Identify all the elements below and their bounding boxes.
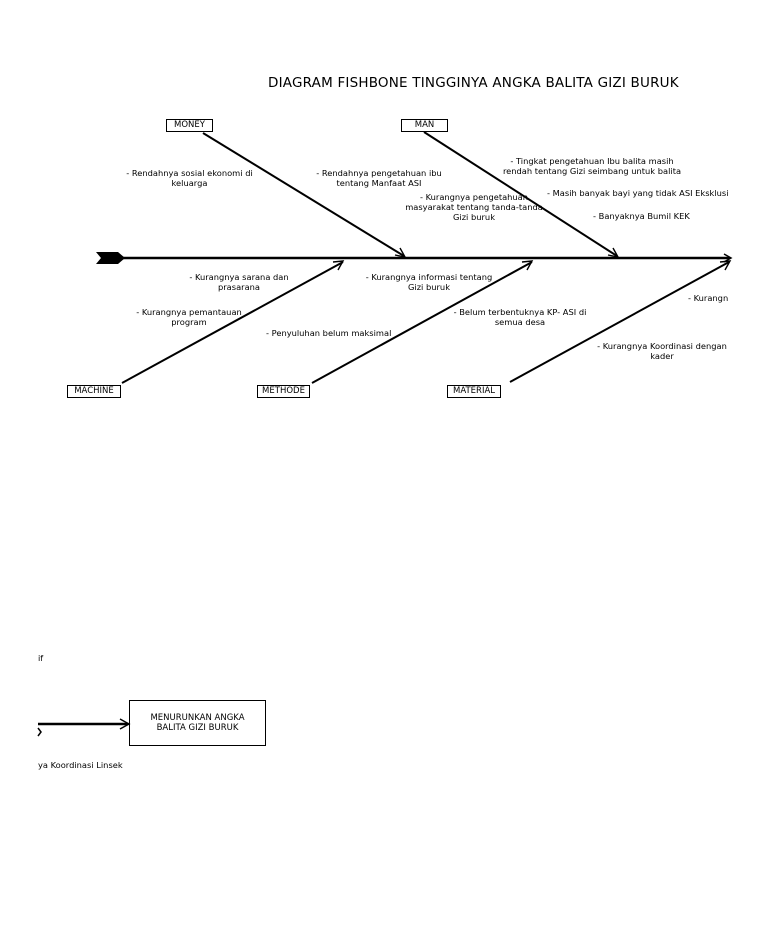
cause-methode-penyuluhan: - Penyuluhan belum maksimal <box>266 328 392 338</box>
cause-money-sosial-ekonomi: - Rendahnya sosial ekonomi di keluarga <box>126 168 253 188</box>
page2-fragment-top: if <box>38 653 44 663</box>
bone-money <box>202 132 405 257</box>
category-money: MONEY <box>166 119 213 132</box>
bone-man <box>423 131 618 257</box>
bone-machine-arrowhead-icon <box>332 260 345 271</box>
cause-machine-pemantauan: - Kurangnya pemantauan program <box>136 307 242 327</box>
category-man: MAN <box>401 119 448 132</box>
bone-man-arrowhead-icon <box>607 247 620 258</box>
cause-man-gizi-seimbang: - Tingkat pengetahuan Ibu balita masih r… <box>502 156 682 176</box>
bone-methode <box>311 261 533 384</box>
category-machine: MACHINE <box>67 385 121 398</box>
cause-man-manfaat-asi: - Rendahnya pengetahuan ibu tentang Manf… <box>316 168 442 188</box>
category-material: MATERIAL <box>447 385 501 398</box>
bone-material <box>509 261 730 383</box>
page2-fragment-bottom: ya Koordinasi Linsek <box>38 760 123 770</box>
cause-methode-kp-asi: - Belum terbentuknya KP- ASI di semua de… <box>453 307 587 327</box>
result-box: MENURUNKAN ANGKA BALITA GIZI BURUK <box>129 700 266 746</box>
cause-machine-sarana: - Kurangnya sarana dan prasarana <box>189 272 289 292</box>
cause-material-koordinasi-kader: - Kurangnya Koordinasi dengan kader <box>597 341 727 361</box>
cause-material-kurangn: - Kurangn <box>688 293 729 303</box>
result-arrow-tail-icon <box>37 727 42 737</box>
result-label: MENURUNKAN ANGKA BALITA GIZI BURUK <box>150 713 245 733</box>
diagram-title: DIAGRAM FISHBONE TINGGINYA ANGKA BALITA … <box>268 75 679 91</box>
cause-methode-informasi: - Kurangnya informasi tentang Gizi buruk <box>365 272 493 292</box>
category-methode: METHODE <box>257 385 310 398</box>
bone-money-arrowhead-icon <box>394 247 407 258</box>
cause-man-bumil-kek: - Banyaknya Bumil KEK <box>593 211 690 221</box>
bone-material-arrowhead-icon <box>719 260 732 271</box>
cause-man-tanda-gizi-buruk: - Kurangnya pengetahuan masyarakat tenta… <box>405 192 543 222</box>
cause-man-asi-eksklusi: - Masih banyak bayi yang tidak ASI Ekskl… <box>547 188 729 198</box>
bone-methode-arrowhead-icon <box>521 260 534 271</box>
spine-tail-icon <box>96 252 125 264</box>
bone-machine <box>121 261 344 384</box>
